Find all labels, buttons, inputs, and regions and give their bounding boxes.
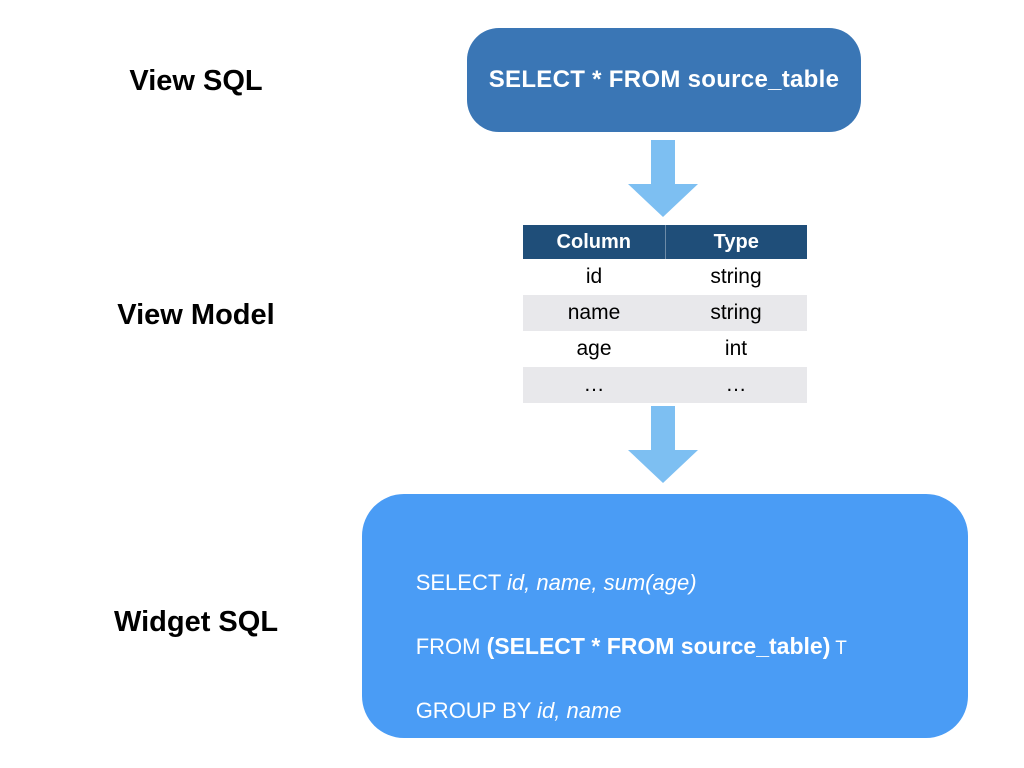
sql-keyword: GROUP BY <box>415 698 538 723</box>
view-sql-label: View SQL <box>129 65 263 97</box>
table-cell: string <box>710 265 762 288</box>
sql-keyword: FROM <box>415 634 487 659</box>
table-cell: name <box>567 301 621 324</box>
down-arrow-shaft <box>651 406 675 450</box>
widget-sql-line-select: SELECT id, name, sum(age) <box>379 544 697 622</box>
down-arrow-icon <box>628 140 698 217</box>
view-sql-box: SELECT * FROM source_table <box>467 28 861 132</box>
sql-group-columns: id, name <box>537 698 622 723</box>
table-cell: int <box>724 337 748 360</box>
table-row: … … <box>523 367 807 403</box>
view-sql-box-text: SELECT * FROM source_table <box>488 66 840 93</box>
down-arrow-icon <box>628 406 698 483</box>
sql-columns: id, name, sum(age) <box>507 570 697 595</box>
sql-keyword: SELECT <box>415 570 507 595</box>
down-arrow-head <box>628 184 698 217</box>
table-cell: id <box>585 265 603 288</box>
table-row: id string <box>523 259 807 295</box>
down-arrow-head <box>628 450 698 483</box>
widget-sql-line-from: FROM (SELECT * FROM source_table) T <box>379 607 847 688</box>
table-cell: … <box>583 373 605 396</box>
type-header-cell: Type <box>713 230 759 253</box>
table-header-row: Column Type <box>523 225 807 259</box>
table-row: name string <box>523 295 807 331</box>
table-cell: string <box>710 301 762 324</box>
table-cell: … <box>725 373 747 396</box>
view-model-label: View Model <box>117 299 275 331</box>
table-cell: age <box>576 337 612 360</box>
widget-sql-line-groupby: GROUP BY id, name <box>379 672 622 750</box>
widget-sql-box: SELECT id, name, sum(age) FROM (SELECT *… <box>362 494 968 738</box>
view-model-table: Column Type id string name string age in… <box>523 225 807 403</box>
table-row: age int <box>523 331 807 367</box>
down-arrow-shaft <box>651 140 675 184</box>
sql-alias: T <box>830 638 847 659</box>
column-header-cell: Column <box>523 225 666 259</box>
sql-subquery: (SELECT * FROM source_table) <box>486 633 831 659</box>
widget-sql-label: Widget SQL <box>113 606 279 638</box>
